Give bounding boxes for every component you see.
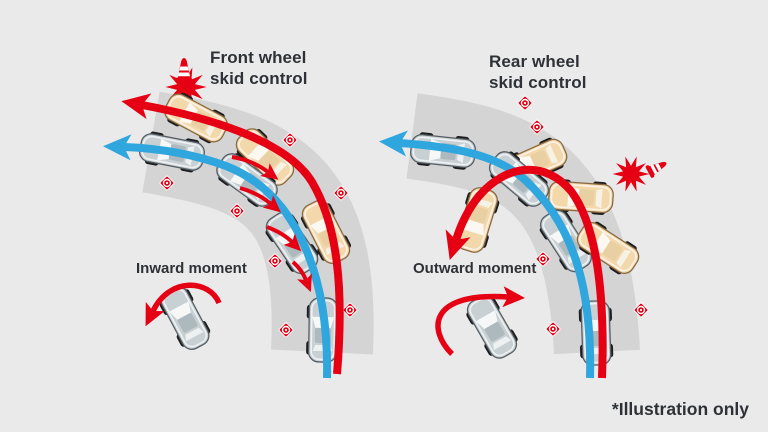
outward-rotation-arrow — [435, 286, 525, 356]
right-controlled-path-arrow — [379, 130, 595, 379]
inward-moment-label: Inward moment — [136, 260, 247, 277]
outward-moment-figure — [435, 286, 525, 364]
inward-correction-arrow — [266, 225, 302, 252]
road-marker-icon — [517, 95, 533, 111]
inward-correction-arrow — [239, 186, 281, 213]
right-panel-title: Rear wheel skid control — [489, 52, 587, 93]
left-controlled-path-arrow — [103, 134, 332, 379]
inward-correction-arrow — [291, 260, 312, 293]
tipped-traffic-cone-icon — [645, 156, 670, 179]
right-skid-path-arrow — [445, 165, 607, 379]
illustration-only-footnote: *Illustration only — [611, 399, 749, 419]
outward-moment-label: Outward moment — [413, 260, 537, 277]
outward-moment-car — [460, 290, 524, 364]
left-correction-arrows — [231, 155, 312, 293]
inward-rotation-arrow — [145, 282, 222, 327]
inward-correction-arrow — [231, 155, 279, 180]
left-panel-title: Front wheel skid control — [210, 48, 308, 89]
inward-moment-figure — [145, 281, 222, 355]
right-hazard — [612, 156, 670, 192]
traffic-cone-icon — [176, 58, 192, 82]
crash-burst-icon — [612, 156, 650, 192]
left-skid-path-arrow — [121, 93, 344, 375]
